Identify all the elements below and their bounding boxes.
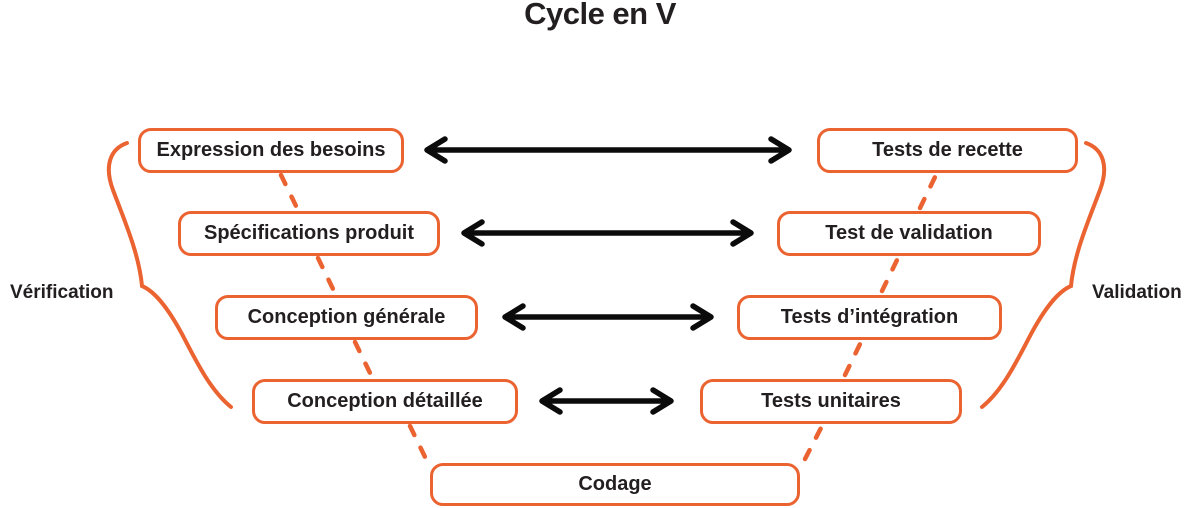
dashed-connector — [315, 255, 337, 294]
phase-box-specifications-produit: Spécifications produit — [178, 211, 440, 256]
bidirectional-arrow — [458, 216, 757, 250]
phase-label: Tests de recette — [872, 139, 1023, 161]
bidirectional-arrow — [536, 384, 677, 418]
diagram-title: Cycle en V — [524, 0, 676, 31]
phase-label: Tests d’intégration — [780, 306, 959, 328]
dashed-connector — [352, 339, 374, 378]
left-brace — [106, 141, 233, 409]
dashed-connector — [278, 172, 300, 211]
right-brace — [980, 141, 1107, 409]
phase-box-test-de-validation: Test de validation — [777, 211, 1041, 256]
phase-label: Conception générale — [247, 306, 446, 328]
phase-label: Conception détaillée — [287, 390, 483, 412]
validation-label: Validation — [1092, 282, 1182, 303]
phase-box-codage: Codage — [430, 463, 800, 506]
dashed-connector — [842, 339, 864, 378]
phase-box-expression-des-besoins: Expression des besoins — [138, 128, 404, 173]
bidirectional-arrow — [421, 133, 795, 167]
phase-box-tests-d-integration: Tests d’intégration — [737, 295, 1002, 340]
dashed-connector — [879, 255, 901, 294]
phase-box-tests-de-recette: Tests de recette — [817, 128, 1078, 173]
verification-label: Vérification — [10, 282, 114, 303]
phase-box-tests-unitaires: Tests unitaires — [700, 379, 962, 424]
bidirectional-arrow — [499, 300, 717, 334]
dashed-connector — [802, 423, 825, 462]
dashed-connector — [407, 423, 429, 462]
phase-label: Test de validation — [825, 222, 993, 244]
phase-label: Tests unitaires — [761, 390, 901, 412]
dashed-connector — [917, 172, 939, 211]
phase-label: Codage — [578, 473, 652, 495]
phase-box-conception-generale: Conception générale — [215, 295, 478, 340]
phase-label: Expression des besoins — [156, 139, 386, 161]
phase-label: Spécifications produit — [203, 222, 415, 244]
phase-box-conception-detaillee: Conception détaillée — [252, 379, 518, 424]
